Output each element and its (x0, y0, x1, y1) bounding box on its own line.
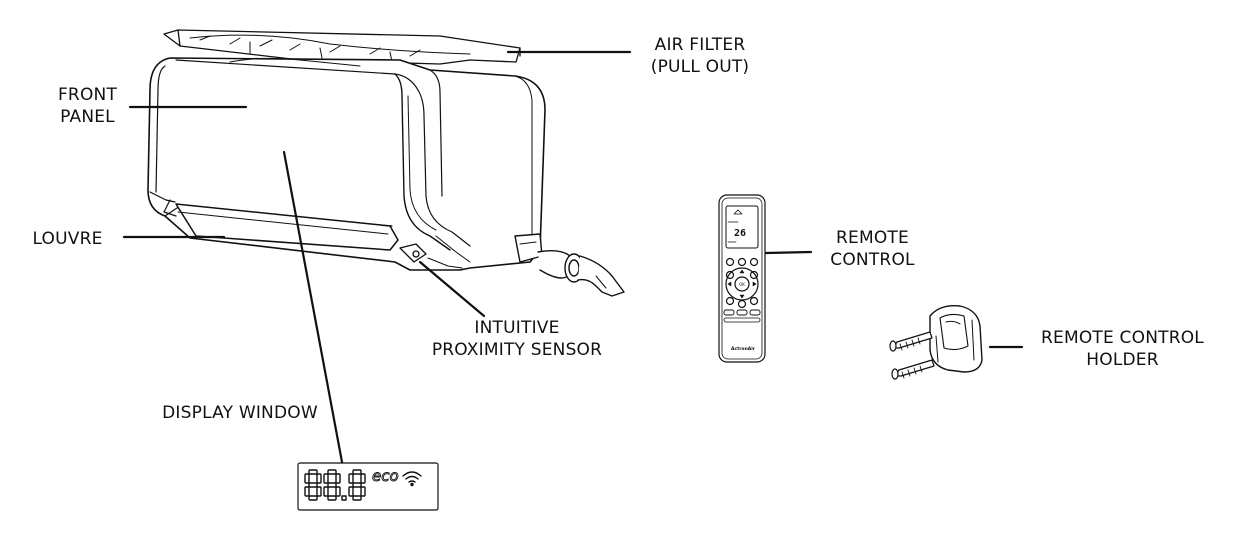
label-line: REMOTE CONTROL (1025, 327, 1220, 349)
label-line: INTUITIVE (412, 317, 622, 339)
label-line: DISPLAY WINDOW (150, 402, 330, 424)
remote-screen-value: 26 (734, 228, 746, 239)
label-display-window: DISPLAY WINDOW (150, 402, 330, 424)
label-line: (PULL OUT) (630, 56, 770, 78)
indoor-unit (148, 30, 624, 296)
label-front-panel: FRONT PANEL (30, 84, 145, 128)
display-eco: eco (372, 467, 399, 485)
label-line: PANEL (30, 106, 145, 128)
label-remote-control-holder: REMOTE CONTROL HOLDER (1025, 327, 1220, 371)
label-louvre: LOUVRE (20, 228, 115, 250)
label-line: FRONT (30, 84, 145, 106)
screw-top (890, 332, 932, 351)
label-air-filter: AIR FILTER (PULL OUT) (630, 34, 770, 78)
label-line: REMOTE (815, 227, 930, 249)
remote-control-holder (890, 306, 982, 379)
label-line: LOUVRE (20, 228, 115, 250)
label-line: AIR FILTER (630, 34, 770, 56)
screw-bottom (892, 360, 934, 379)
label-proximity-sensor: INTUITIVE PROXIMITY SENSOR (412, 317, 622, 361)
label-remote-control: REMOTE CONTROL (815, 227, 930, 271)
remote-brand: ActronAir (731, 346, 756, 352)
remote-control (719, 195, 765, 362)
display-window (298, 463, 438, 510)
label-line: HOLDER (1025, 349, 1220, 371)
label-line: CONTROL (815, 249, 930, 271)
leader-remote (766, 252, 811, 253)
remote-ok-label: OK (739, 282, 745, 287)
label-line: PROXIMITY SENSOR (412, 339, 622, 361)
pipe-outlet (515, 234, 624, 296)
